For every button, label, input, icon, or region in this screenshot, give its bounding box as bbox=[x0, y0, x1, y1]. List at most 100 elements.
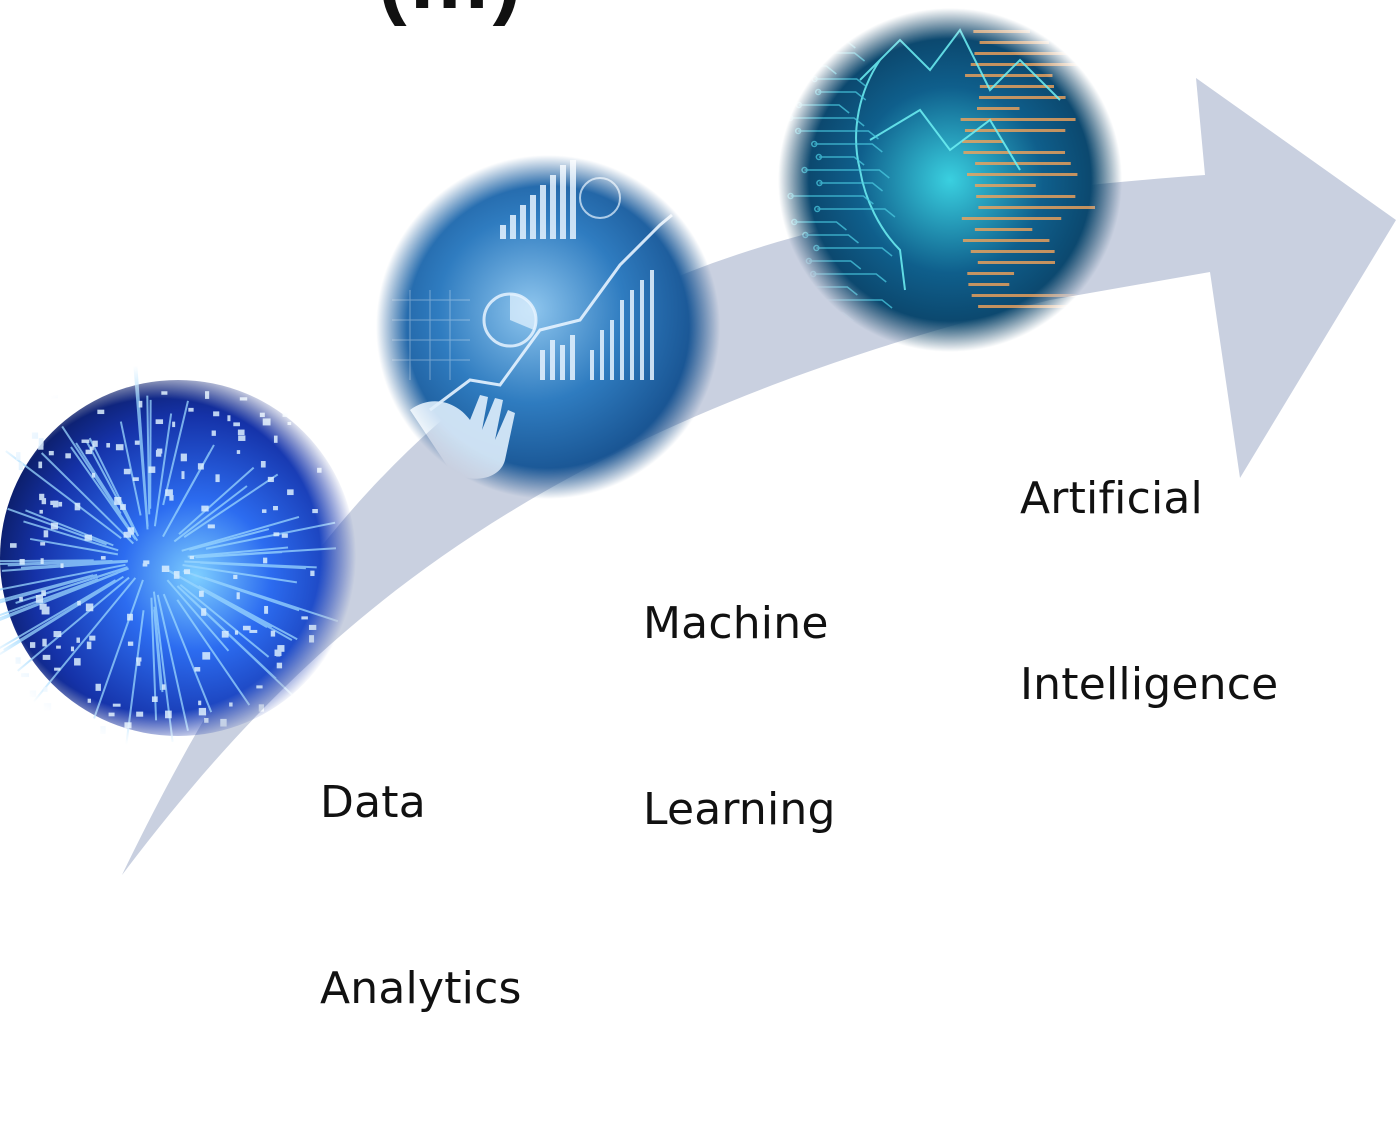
data-bit bbox=[71, 647, 74, 652]
data-bit bbox=[21, 673, 29, 677]
data-bit bbox=[38, 462, 42, 469]
data-streak bbox=[0, 560, 94, 561]
data-bit bbox=[74, 658, 81, 665]
data-bit bbox=[161, 391, 167, 394]
data-bit bbox=[60, 563, 63, 568]
data-bit bbox=[136, 712, 143, 717]
data-bit bbox=[229, 702, 232, 706]
code-line bbox=[975, 228, 1032, 231]
code-line bbox=[973, 30, 1030, 33]
data-bit bbox=[198, 701, 201, 706]
stage-label-line: Analytics bbox=[320, 958, 522, 1020]
machine-learning-image bbox=[376, 155, 720, 499]
data-bit bbox=[202, 652, 210, 659]
data-bit bbox=[152, 696, 158, 702]
stage-label-line: Intelligence bbox=[1020, 654, 1278, 716]
data-bit bbox=[116, 444, 124, 450]
data-bit bbox=[16, 452, 20, 460]
data-bit bbox=[273, 532, 279, 536]
data-bit bbox=[124, 469, 131, 474]
stage-label-machine-learning: Machine Learning bbox=[643, 469, 836, 965]
data-bit bbox=[143, 560, 149, 564]
data-bit bbox=[287, 489, 294, 495]
data-bit bbox=[92, 441, 97, 447]
data-bit bbox=[277, 663, 282, 669]
data-bit bbox=[188, 408, 193, 412]
data-bit bbox=[301, 616, 308, 619]
data-bit bbox=[274, 436, 278, 443]
data-bit bbox=[51, 523, 58, 530]
data-bit bbox=[139, 401, 143, 408]
code-line bbox=[978, 305, 1082, 308]
data-analytics-image bbox=[0, 364, 356, 747]
data-bit bbox=[30, 691, 36, 698]
data-bit bbox=[156, 450, 161, 457]
data-bit bbox=[43, 687, 47, 692]
data-bit bbox=[106, 443, 110, 447]
code-line bbox=[965, 74, 1052, 77]
data-bit bbox=[148, 466, 155, 472]
data-bit bbox=[85, 535, 92, 541]
data-bit bbox=[89, 636, 95, 641]
data-bit bbox=[220, 719, 226, 727]
data-bit bbox=[10, 543, 17, 548]
data-bit bbox=[184, 569, 190, 574]
code-line bbox=[963, 239, 1050, 242]
data-bit bbox=[19, 462, 23, 470]
data-bit bbox=[39, 510, 42, 514]
data-bit bbox=[88, 699, 91, 703]
data-bit bbox=[97, 410, 104, 414]
data-bit bbox=[53, 501, 59, 508]
data-bit bbox=[329, 393, 334, 399]
heading-fragment: (…) bbox=[378, 0, 521, 27]
data-bit bbox=[162, 566, 169, 572]
data-bit bbox=[44, 530, 49, 537]
code-line bbox=[968, 283, 1009, 286]
data-bit bbox=[36, 595, 43, 603]
stage-label-line: Data bbox=[320, 772, 522, 834]
data-bit bbox=[127, 614, 133, 621]
code-line bbox=[975, 162, 1071, 165]
data-bit bbox=[43, 655, 51, 660]
data-bit bbox=[268, 477, 274, 482]
code-line bbox=[962, 217, 1061, 220]
data-bit bbox=[32, 432, 38, 438]
data-bit bbox=[249, 630, 257, 633]
data-bit bbox=[56, 646, 61, 649]
data-bit bbox=[87, 642, 92, 650]
data-bit bbox=[282, 534, 288, 538]
data-bit bbox=[100, 726, 105, 734]
data-bit bbox=[235, 630, 238, 634]
code-line bbox=[975, 184, 1036, 187]
data-bit bbox=[77, 601, 81, 606]
data-bit bbox=[312, 430, 319, 436]
code-line bbox=[978, 261, 1055, 264]
data-bit bbox=[172, 422, 175, 427]
data-bit bbox=[165, 489, 173, 496]
data-bit bbox=[40, 604, 47, 610]
data-bit bbox=[288, 422, 292, 425]
code-line bbox=[972, 294, 1077, 297]
data-bit bbox=[42, 639, 46, 647]
data-bit bbox=[291, 400, 297, 404]
data-bit bbox=[263, 558, 267, 564]
data-bit bbox=[51, 395, 58, 398]
data-bit bbox=[59, 502, 63, 507]
data-bit bbox=[75, 503, 81, 511]
data-bit bbox=[156, 419, 163, 424]
data-bit bbox=[312, 509, 318, 513]
data-bit bbox=[256, 685, 262, 688]
data-bit bbox=[263, 418, 271, 425]
data-bit bbox=[38, 445, 43, 449]
data-bit bbox=[86, 604, 93, 612]
data-bit bbox=[40, 542, 45, 545]
data-bit bbox=[101, 556, 106, 560]
data-bit bbox=[39, 438, 44, 446]
data-bit bbox=[259, 704, 264, 711]
data-bit bbox=[30, 642, 35, 648]
code-line bbox=[980, 41, 1049, 44]
data-bit bbox=[204, 718, 208, 723]
data-bit bbox=[212, 431, 216, 436]
data-bit bbox=[128, 642, 133, 646]
data-bit bbox=[124, 722, 131, 728]
